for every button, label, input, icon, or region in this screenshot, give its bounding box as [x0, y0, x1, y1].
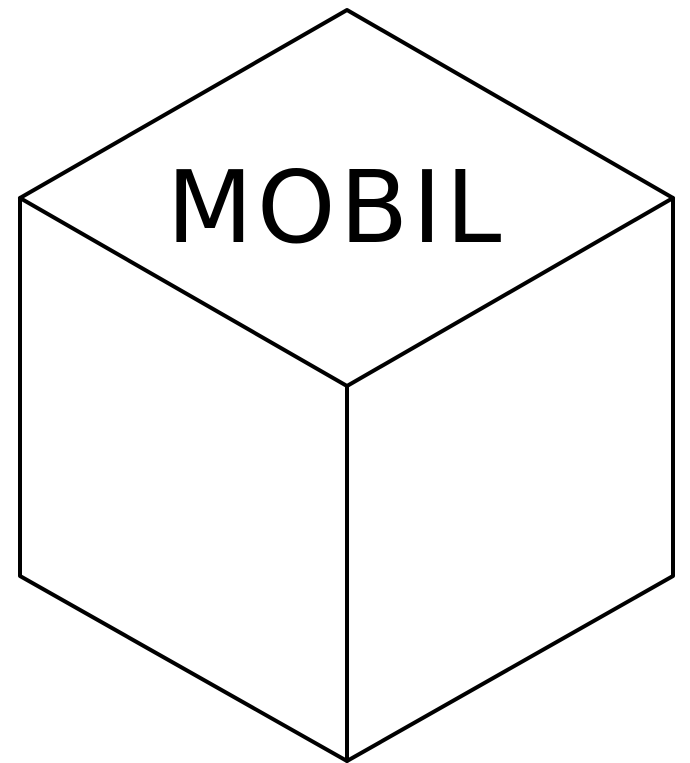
- cube-label: MOBIL: [167, 149, 506, 266]
